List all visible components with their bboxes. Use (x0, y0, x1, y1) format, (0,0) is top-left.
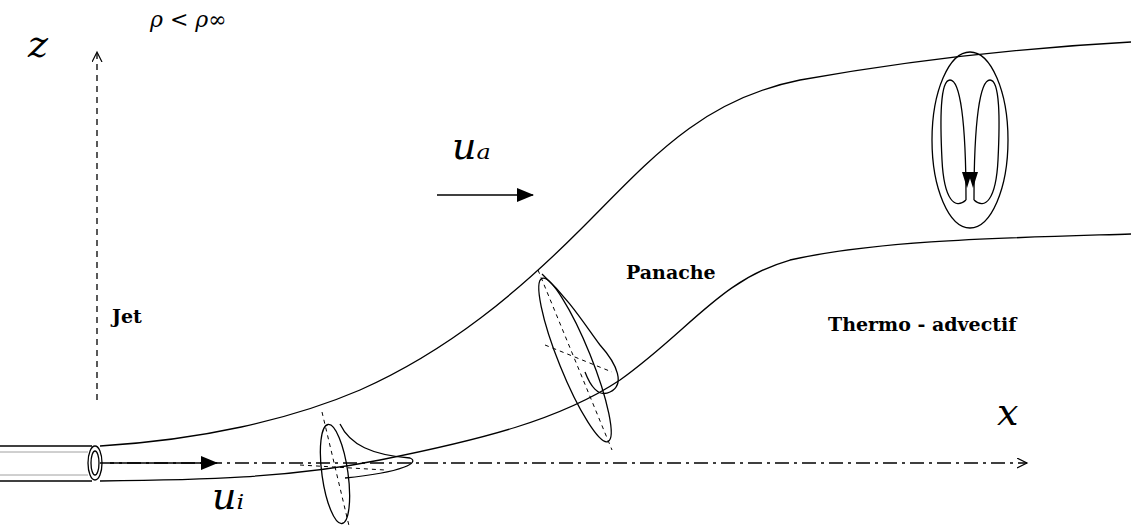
cross-section (315, 423, 355, 526)
velocity-label: uₐ (452, 126, 491, 168)
velocity-profile (542, 274, 618, 394)
velocity-label: uᵢ (212, 476, 244, 518)
region-label: Jet (112, 306, 142, 327)
nozzle (88, 446, 102, 480)
pipe-wall (0, 480, 92, 481)
crossflow-arrow (437, 194, 533, 195)
plume-boundary (100, 42, 1131, 446)
density-note: ρ < ρ∞ (150, 8, 227, 32)
plume-boundary (100, 234, 1131, 481)
vortex-loop (974, 80, 999, 204)
axis-label: z (28, 24, 48, 66)
region-label: Panache (626, 262, 716, 283)
velocity-profile (340, 424, 413, 478)
z-axis (96, 52, 97, 400)
x-axis (100, 462, 1027, 463)
updraft-arrows (962, 172, 978, 188)
jet-arrow (110, 462, 217, 463)
vortex-loop (941, 80, 966, 204)
cross-section (932, 52, 1008, 228)
pipe-wall (0, 445, 92, 446)
axis-label: x (997, 392, 1018, 434)
region-label: Thermo - advectif (828, 314, 1016, 335)
